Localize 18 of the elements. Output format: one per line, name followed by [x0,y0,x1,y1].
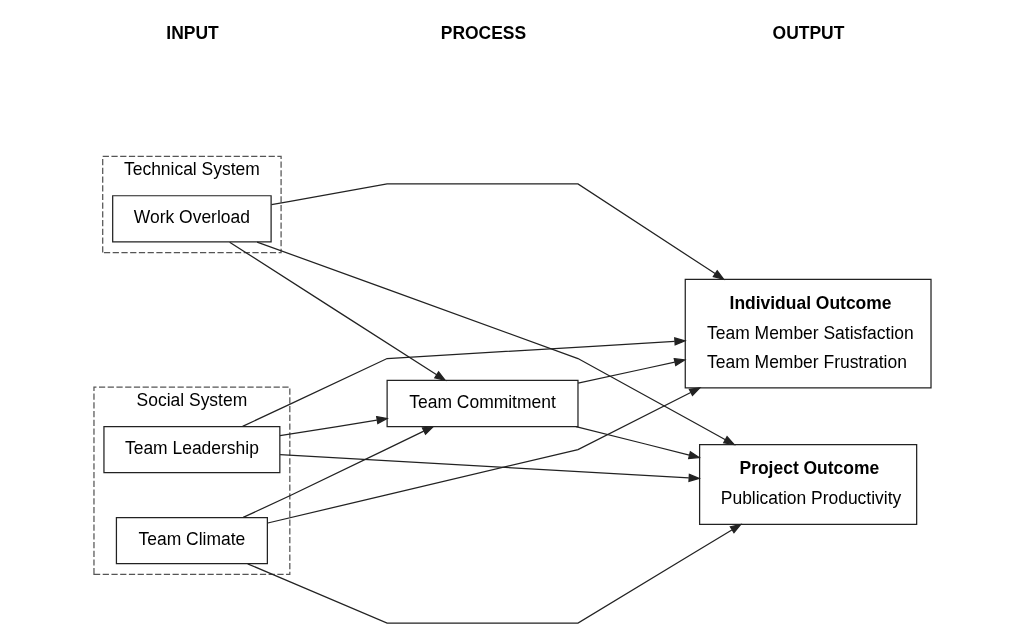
arrow [267,387,702,524]
label: OUTPUT [772,22,845,43]
arrow [242,425,435,519]
arrow [575,425,702,460]
arrow [256,241,736,446]
arrow [279,415,389,437]
label: PROCESS [440,22,527,43]
arrow [279,453,701,483]
node-box: Team Leadership [103,425,281,474]
arrow [241,337,687,427]
node-box: Individual Outcome Team Member Satisfaction Team Member Frustration [684,278,932,389]
node-box: Work Overload [112,195,272,243]
label: INPUT [166,22,219,43]
node-box: Team Climate [115,516,268,565]
arrow [270,183,726,281]
arrow [577,357,687,384]
node-box: Team Commitment [386,379,579,428]
node-box: Project Outcome Publication Productivity [699,444,918,526]
